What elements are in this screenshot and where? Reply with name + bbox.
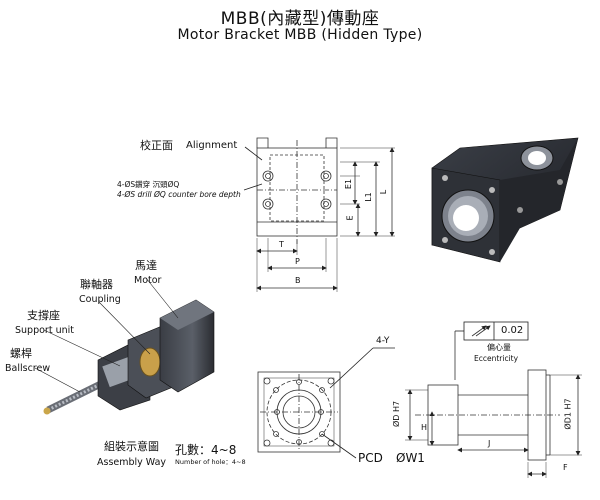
dim-H: H bbox=[421, 423, 428, 432]
assembly-illustration bbox=[34, 277, 215, 415]
dim-D: ØD H7 bbox=[392, 400, 402, 428]
support-label-zh: 支撐座 bbox=[27, 309, 60, 322]
motor-label-zh: 馬達 bbox=[135, 259, 157, 272]
eccentricity-label-zh: 偏心量 bbox=[487, 343, 511, 352]
mount-hole bbox=[320, 170, 332, 182]
flange-outline bbox=[257, 371, 341, 453]
hole-count-label-en: Number of hole：4~8 bbox=[175, 458, 246, 466]
assembly-way-label-en: Assembly Way bbox=[97, 457, 167, 468]
support-label-en: Support unit bbox=[15, 325, 74, 336]
eccentricity-label-en: Eccentricity bbox=[474, 354, 519, 363]
dim-E1: E1 bbox=[344, 178, 354, 190]
bracket-3d-render bbox=[431, 137, 579, 263]
dim-J: J bbox=[488, 439, 491, 448]
drill-label-zh: 4-ØS鑽穿 沉頭ØQ bbox=[117, 180, 180, 189]
tolerance-value: 0.02 bbox=[501, 325, 524, 336]
mount-hole bbox=[262, 170, 274, 182]
coupling-label-zh: 聯軸器 bbox=[80, 278, 113, 291]
hole-count-label: 孔數：4~8 bbox=[175, 443, 237, 457]
side-view bbox=[405, 321, 582, 478]
dim-E: E bbox=[345, 215, 355, 221]
alignment-label-en: Alignment bbox=[186, 140, 238, 151]
dim-L: L bbox=[379, 189, 389, 195]
title-english: Motor Bracket MBB (Hidden Type) bbox=[177, 27, 423, 43]
assembly-way-label-zh: 組裝示意圖 bbox=[104, 440, 159, 453]
ballscrew-label-en: Ballscrew bbox=[5, 363, 51, 374]
mount-hole bbox=[320, 198, 332, 210]
front-view bbox=[243, 137, 395, 292]
dim-D1: ØD1 H7 bbox=[563, 398, 573, 430]
coupling-label-en: Coupling bbox=[79, 294, 121, 305]
motor-label-en: Motor bbox=[134, 275, 162, 286]
mount-hole bbox=[262, 198, 274, 210]
dim-P: P bbox=[295, 257, 300, 266]
drill-label-en: 4-ØS drill ØQ counter bore depth bbox=[117, 190, 241, 199]
ballscrew-label-zh: 螺桿 bbox=[10, 347, 32, 360]
dim-L1: L1 bbox=[363, 192, 373, 202]
flange-view bbox=[257, 347, 395, 459]
label-4-Y: 4-Y bbox=[376, 336, 390, 346]
w1-label: ØW1 bbox=[396, 451, 425, 465]
alignment-label-zh: 校正面 bbox=[140, 139, 173, 152]
dim-T: T bbox=[279, 240, 284, 249]
title-chinese: MBB(內藏型)傳動座 bbox=[220, 9, 380, 29]
dim-F: F bbox=[563, 463, 568, 472]
pcd-label: PCD bbox=[358, 451, 383, 465]
dim-B: B bbox=[295, 276, 301, 285]
